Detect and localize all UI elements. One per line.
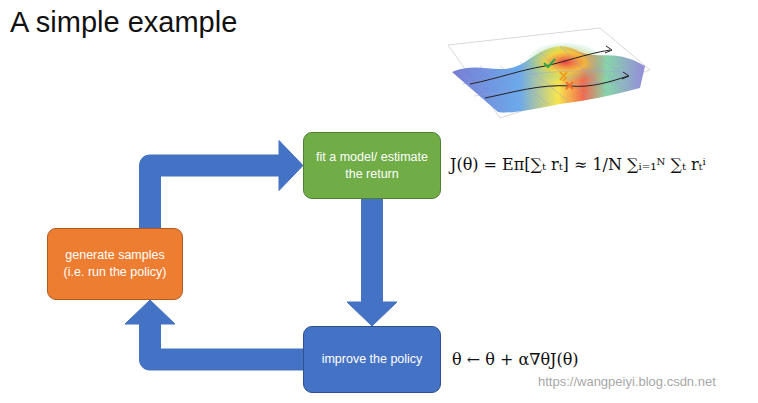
arrow-shaft: [361, 199, 383, 303]
process-box: improve the policy: [303, 326, 441, 393]
process-box: fit a model/ estimate the return: [303, 132, 441, 199]
box-label: fit a model/ estimate the return: [314, 149, 430, 183]
flow-arrow: [347, 199, 397, 326]
arrow-head: [125, 300, 175, 324]
watermark: https://wangpeiyi.blog.csdn.net: [538, 374, 716, 389]
process-box: generate samples (i.e. run the policy): [47, 228, 183, 300]
flow-arrow: [125, 300, 303, 360]
arrow-shaft: [150, 166, 280, 229]
slide-title: A simple example: [10, 6, 237, 39]
flow-arrow: [150, 141, 303, 229]
box-label: improve the policy: [322, 351, 423, 368]
arrow-head: [347, 302, 397, 326]
arrow-head: [279, 141, 303, 191]
surface: [448, 28, 650, 118]
objective-equation: J(θ) = Eπ[∑ₜ rₜ] ≈ 1/N ∑ᵢ₌₁ᴺ ∑ₜ rₜⁱ: [450, 155, 706, 174]
update-equation: θ ← θ + α∇θJ(θ): [452, 350, 579, 369]
box-label: generate samples (i.e. run the policy): [58, 247, 172, 281]
arrow-shaft: [150, 323, 303, 360]
